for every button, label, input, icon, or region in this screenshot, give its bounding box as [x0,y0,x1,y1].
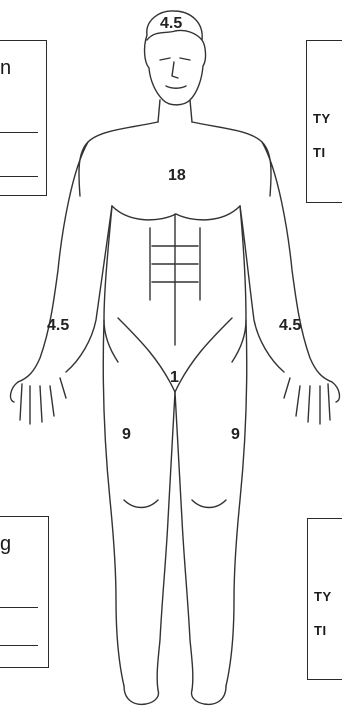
neck-outline [158,100,192,122]
head-percentage-label: 4.5 [160,16,182,32]
right-hand-outline [284,378,339,424]
bottom-right-panel-field-2: TI [314,623,327,638]
left-leg-percentage-label: 9 [122,427,131,443]
bottom-left-panel-line-1 [0,607,38,608]
top-left-panel-line-1 [0,132,38,133]
bottom-left-panel-line-2 [0,645,38,646]
top-right-panel: TY TI [306,40,342,203]
top-left-panel-title: n [0,57,11,80]
face-features [160,58,190,88]
left-hand-outline [11,378,66,424]
left-leg-outline [103,320,175,690]
top-left-panel-line-2 [0,176,38,177]
left-foot-outline [124,686,159,704]
bottom-left-panel: g [0,516,49,668]
knee-lines [124,500,226,508]
torso-percentage-label: 18 [168,168,186,184]
bottom-left-panel-title: g [0,533,11,556]
right-arm-percentage-label: 4.5 [279,318,301,334]
groin-percentage-label: 1 [170,370,179,386]
bottom-right-panel-field-1: TY [314,589,332,604]
bottom-right-panel: TY TI [307,518,342,680]
top-right-panel-field-1: TY [313,111,331,126]
left-arm-percentage-label: 4.5 [47,318,69,334]
right-foot-outline [192,686,227,704]
top-right-panel-field-2: TI [313,145,326,160]
chest-line [112,206,240,220]
top-left-panel: n [0,40,47,196]
abdomen-lines [150,214,200,345]
right-leg-outline [175,320,247,690]
right-leg-percentage-label: 9 [231,427,240,443]
torso-outline [79,122,271,196]
